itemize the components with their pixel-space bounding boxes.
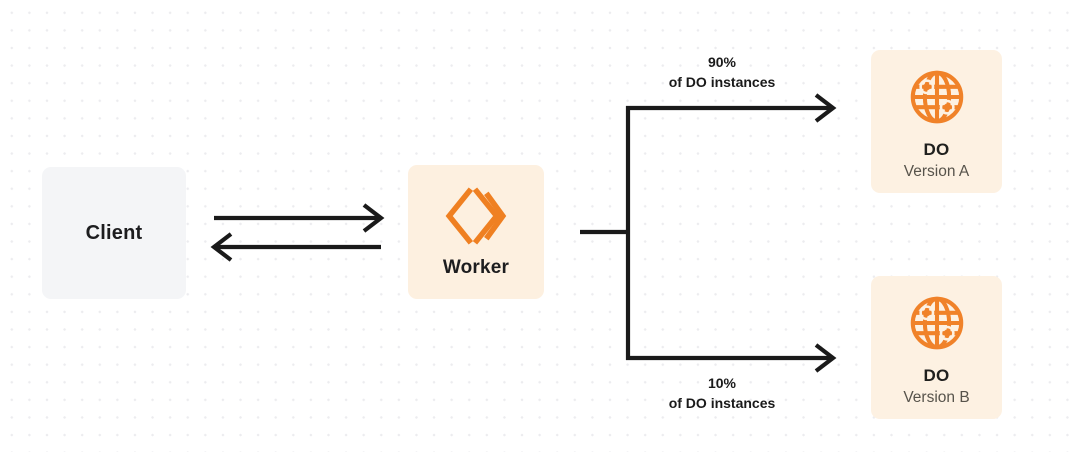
node-do-version-a[interactable]: DO Version A [871,50,1002,193]
node-client[interactable]: Client [42,167,186,299]
arrow-client-to-worker [214,203,385,233]
globe-icon [905,291,969,355]
edge-percent-do-a: 90% [707,54,737,70]
node-do-version-b[interactable]: DO Version B [871,276,1002,419]
client-label: Client [85,221,143,244]
do-b-title: DO [923,365,950,385]
globe-icon [905,65,969,129]
edge-caption-do-a: of DO instances [668,74,776,90]
edge-label-do-a: 90% of DO instances [627,52,817,92]
edge-caption-do-b: of DO instances [668,395,776,411]
edge-label-do-b: 10% of DO instances [627,373,817,413]
worker-label: Worker [442,257,510,278]
arrow-worker-to-do-a [626,93,837,123]
do-a-subtitle: Version A [903,162,970,180]
do-a-title: DO [923,139,950,159]
node-worker[interactable]: Worker [408,165,544,299]
do-b-subtitle: Version B [903,388,970,406]
arrow-worker-to-do-b [626,343,837,373]
edge-percent-do-b: 10% [707,375,737,391]
arrow-worker-to-client [210,232,381,262]
cloudflare-workers-icon [441,181,511,251]
